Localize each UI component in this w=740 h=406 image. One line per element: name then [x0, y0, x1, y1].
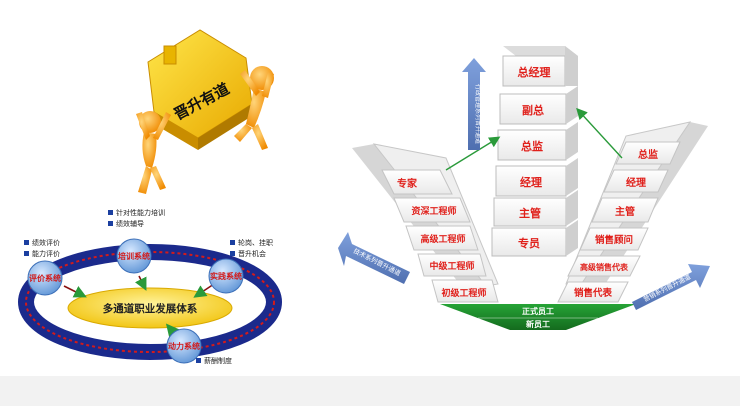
evaluation-note-2: 能力评价 — [32, 249, 60, 258]
career-system-cycle: 多通道职业发展体系 培训系统 评价系统 实践系统 动力系统 针对性能力培训 绩 — [18, 208, 282, 365]
base-new-label: 新员工 — [526, 319, 550, 329]
tech-channel-arrow: 技术系列晋升通道 — [338, 232, 410, 284]
tech-wing: 专家 资深工程师 高级工程师 中级工程师 初级工程师 — [352, 143, 499, 303]
house-illustration: 晋升有道 — [136, 29, 274, 194]
center-block: 专员 — [491, 220, 578, 257]
tech-step: 中级工程师 — [417, 253, 487, 277]
sales-step: 高级销售代表 — [567, 255, 641, 277]
evaluation-circle: 评价系统 — [27, 260, 63, 296]
base-formal-label: 正式员工 — [522, 306, 554, 316]
carrier-figure-left — [136, 111, 171, 194]
sales-title-2: 主管 — [615, 205, 635, 218]
sales-step: 主管 — [591, 197, 659, 223]
center-title-0: 总经理 — [518, 65, 551, 79]
carrier-figure-right — [234, 66, 274, 150]
motivation-note-1: 薪酬制度 — [204, 356, 232, 365]
sales-title-3: 销售顾问 — [595, 234, 633, 246]
admin-channel-label: 行政管理系列晋升通道 — [474, 84, 482, 144]
tech-step: 初级工程师 — [431, 279, 499, 303]
practice-label: 实践系统 — [210, 271, 242, 281]
training-note-1: 针对性能力培训 — [116, 208, 165, 217]
training-label: 培训系统 — [118, 251, 150, 261]
sales-step: 销售代表 — [557, 281, 629, 303]
practice-note-1: 轮岗、挂职 — [238, 238, 273, 247]
sales-title-1: 经理 — [626, 176, 646, 189]
tech-step: 专家 — [381, 169, 453, 195]
tech-title-1: 资深工程师 — [411, 205, 456, 217]
admin-channel-arrow: 行政管理系列晋升通道 — [462, 58, 486, 150]
bottom-strip — [0, 376, 740, 406]
center-block: 总监 — [497, 122, 578, 161]
sales-step: 经理 — [603, 169, 669, 193]
motivation-notes: 薪酬制度 — [196, 356, 232, 365]
center-title-1: 副总 — [522, 103, 544, 117]
center-ellipse — [67, 287, 233, 329]
training-notes: 针对性能力培训 绩效辅导 — [108, 208, 165, 228]
evaluation-label: 评价系统 — [29, 273, 61, 283]
center-block: 主管 — [493, 190, 578, 227]
practice-notes: 轮岗、挂职 晋升机会 — [230, 238, 273, 258]
sales-step: 总监 — [615, 141, 681, 165]
tech-title-0: 专家 — [397, 177, 418, 190]
sales-wing: 总监 经理 主管 销售顾问 高级销售代表 销售代表 — [557, 121, 708, 303]
tech-title-4: 初级工程师 — [441, 287, 486, 299]
tech-title-2: 高级工程师 — [420, 233, 465, 245]
center-block: 经理 — [495, 158, 578, 197]
evaluation-notes: 绩效评价 能力评价 — [24, 238, 60, 258]
center-title-5: 专员 — [518, 236, 540, 250]
sales-step: 销售顾问 — [579, 227, 649, 251]
motivation-circle: 动力系统 — [166, 328, 202, 364]
center-block: 副总 — [499, 86, 578, 125]
career-ladder: 总经理 副总 总监 经理 主管 — [338, 46, 710, 330]
sales-title-5: 销售代表 — [574, 287, 613, 299]
promotion-arrow-right — [576, 107, 623, 159]
motivation-label: 动力系统 — [168, 341, 200, 351]
sales-channel-arrow: 营销系列晋升通道 — [632, 264, 710, 310]
tech-title-3: 中级工程师 — [429, 260, 474, 272]
tech-step: 资深工程师 — [393, 197, 471, 223]
sales-title-4: 高级销售代表 — [580, 262, 629, 272]
tech-step: 高级工程师 — [405, 225, 479, 251]
training-note-2: 绩效辅导 — [116, 219, 144, 228]
center-label: 多通道职业发展体系 — [103, 302, 198, 315]
promotion-arrow-left — [445, 136, 501, 171]
center-title-4: 主管 — [519, 206, 541, 220]
sales-channel-label: 营销系列晋升通道 — [642, 272, 693, 304]
center-title-3: 经理 — [520, 175, 542, 189]
practice-circle: 实践系统 — [208, 258, 244, 294]
evaluation-note-1: 绩效评价 — [32, 238, 60, 247]
sales-title-0: 总监 — [638, 148, 658, 161]
training-circle: 培训系统 — [116, 238, 152, 274]
center-column: 总经理 副总 总监 经理 主管 — [491, 46, 578, 257]
center-block: 总经理 — [502, 46, 578, 87]
entry-base: 正式员工 新员工 — [440, 304, 636, 330]
center-title-2: 总监 — [521, 139, 543, 153]
practice-note-2: 晋升机会 — [238, 249, 266, 258]
